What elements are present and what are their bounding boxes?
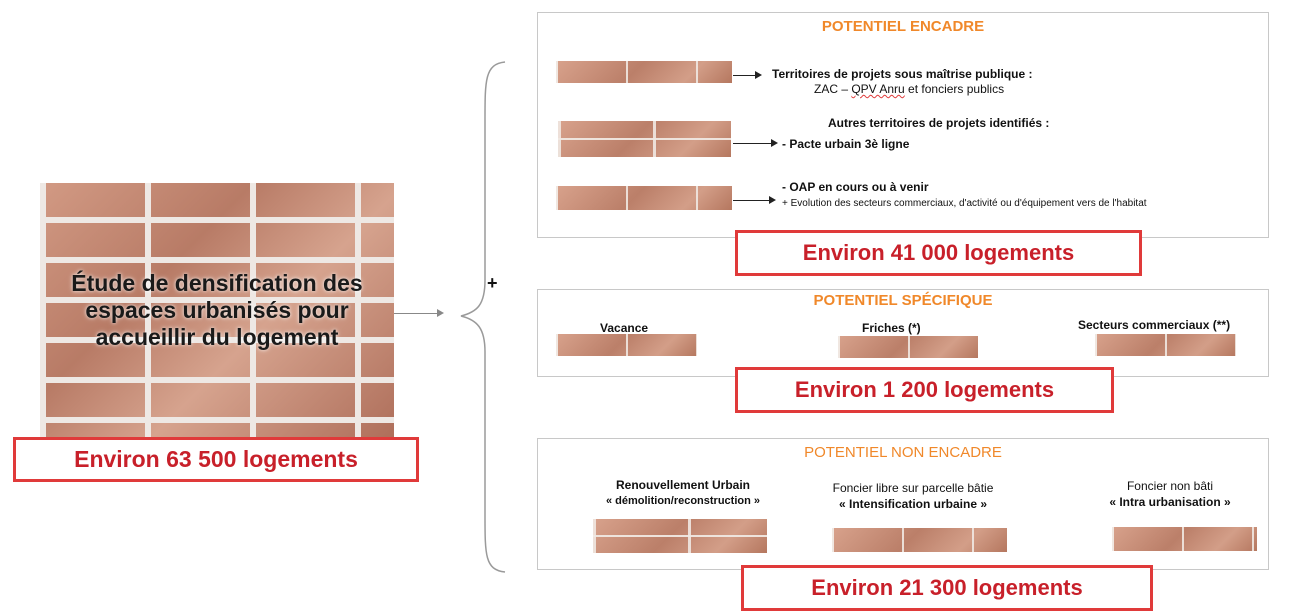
specifique-brick-3 (1095, 334, 1236, 356)
encadre-arrow-3-head (769, 196, 776, 204)
encadre-item1-line1: Territoires de projets sous maîtrise pub… (772, 67, 1033, 81)
encadre-brick-2 (558, 121, 731, 157)
encadre-item1-line2-a: ZAC – (814, 82, 852, 96)
encadre-brick-3 (556, 186, 732, 210)
encadre-item1-line2-c: et fonciers publics (904, 82, 1005, 96)
encadre-arrow-2-head (771, 139, 778, 147)
encadre-arrow-1-head (755, 71, 762, 79)
main-arrow-head (437, 309, 444, 317)
main-total-box: Environ 63 500 logements (13, 437, 419, 482)
specifique-brick-2 (838, 336, 978, 358)
non-encadre-brick-1 (593, 519, 767, 553)
main-title-line-3: accueillir du logement (95, 324, 339, 350)
specifique-label-commerciaux: Secteurs commerciaux (**) (1078, 318, 1231, 332)
encadre-total-box: Environ 41 000 logements (735, 230, 1142, 276)
non-encadre-col1-line1: Renouvellement Urbain (615, 478, 751, 492)
main-study-title: Étude de densification des espaces urban… (40, 270, 394, 351)
specifique-total-label: Environ 1 200 logements (794, 377, 1055, 402)
non-encadre-total-label: Environ 21 300 logements (811, 575, 1083, 600)
encadre-item2-line1: Autres territoires de projets identifiés… (828, 116, 1050, 130)
non-encadre-col2-line2: « Intensification urbaine » (838, 497, 988, 511)
encadre-item3-line2: + Evolution des secteurs commerciaux, d'… (782, 198, 1147, 209)
panel-specifique (537, 289, 1269, 377)
main-total-label: Environ 63 500 logements (74, 446, 358, 472)
main-title-line-1: Étude de densification des (71, 270, 363, 296)
main-arrow-line (394, 313, 439, 314)
encadre-item3-line1: - OAP en cours ou à venir (782, 180, 929, 194)
specifique-label-vacance: Vacance (600, 321, 649, 335)
encadre-brick-1 (556, 61, 732, 83)
encadre-item1-line2: ZAC – QPV Anru et fonciers publics (814, 81, 1004, 97)
encadre-item1-qpv: QPV Anru (851, 82, 905, 96)
non-encadre-col2: Foncier libre sur parcelle bâtie « Inten… (808, 480, 1018, 512)
main-title-line-2: espaces urbanisés pour (85, 297, 349, 323)
plus-sign: + (487, 273, 498, 293)
non-encadre-col3-line2: « Intra urbanisation » (1109, 495, 1231, 509)
main-brick-image (40, 183, 394, 440)
non-encadre-col1-line2: « démolition/reconstruction » (605, 495, 761, 507)
specifique-total-box: Environ 1 200 logements (735, 367, 1114, 413)
specifique-brick-1 (556, 334, 697, 356)
encadre-title: POTENTIEL ENCADRE (821, 18, 985, 35)
encadre-arrow-3 (733, 200, 771, 201)
non-encadre-brick-2 (832, 528, 1007, 552)
non-encadre-col3: Foncier non bâti « Intra urbanisation » (1085, 478, 1255, 510)
non-encadre-total-box: Environ 21 300 logements (741, 565, 1153, 611)
encadre-total-label: Environ 41 000 logements (802, 240, 1075, 265)
non-encadre-brick-3 (1112, 527, 1257, 551)
encadre-arrow-1 (733, 75, 757, 76)
non-encadre-col1: Renouvellement Urbain « démolition/recon… (578, 477, 788, 509)
specifique-label-friches: Friches (*) (862, 321, 921, 335)
non-encadre-col3-line1: Foncier non bâti (1126, 479, 1214, 493)
encadre-item2-line2: - Pacte urbain 3è ligne (782, 137, 910, 151)
non-encadre-col2-line1: Foncier libre sur parcelle bâtie (832, 481, 994, 495)
encadre-arrow-2 (733, 143, 773, 144)
specifique-title: POTENTIEL SPÉCIFIQUE (813, 292, 993, 309)
non-encadre-title: POTENTIEL NON ENCADRE (804, 444, 1002, 461)
curly-brace (460, 61, 506, 573)
